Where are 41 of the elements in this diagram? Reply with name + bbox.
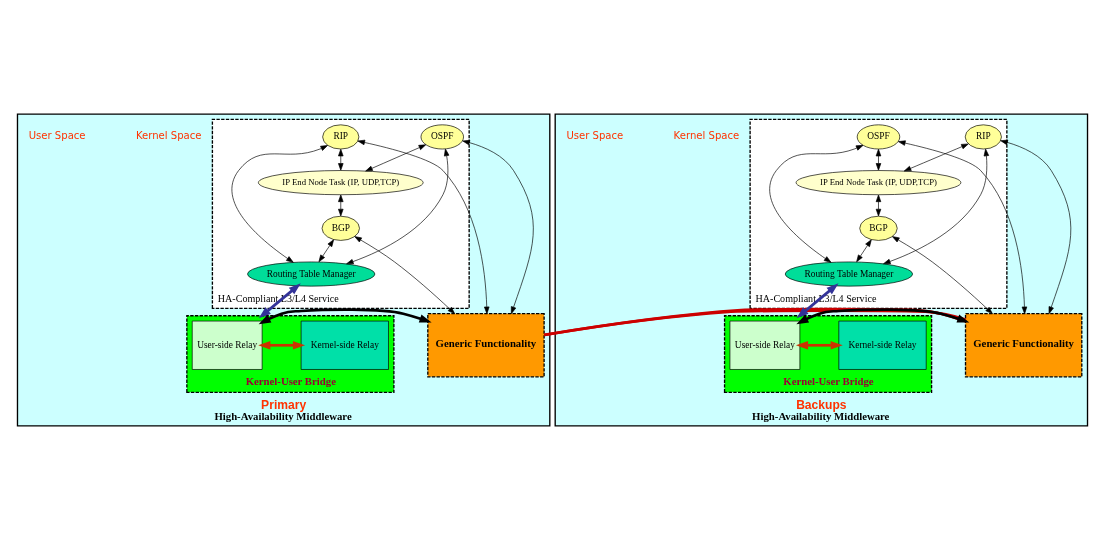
node-ellipse: Routing Table Manager: [784, 261, 913, 286]
arrow: [898, 139, 1028, 314]
node-box: User-side Relay: [729, 320, 801, 370]
arrow: [769, 144, 864, 263]
arrow: [357, 139, 490, 314]
arrow: [318, 238, 334, 262]
node-box: Kernel-side Relay: [838, 320, 927, 370]
node-ellipse: IP End Node Task (IP, UDP,TCP): [258, 169, 424, 195]
arrow: [354, 235, 455, 314]
arrow: [258, 282, 301, 318]
arrow: [892, 235, 993, 314]
node-ellipse: RIP: [964, 124, 1002, 149]
arrow: [258, 307, 432, 324]
arrow: [1000, 139, 1072, 314]
arrow: [883, 148, 990, 264]
arrow: [365, 144, 427, 171]
arrow: [338, 148, 344, 171]
arrow: [856, 238, 872, 262]
node-ellipse: IP End Node Task (IP, UDP,TCP): [795, 169, 962, 195]
arrow: [796, 307, 970, 324]
node-box: Kernel-side Relay: [300, 320, 389, 370]
node-ellipse: BGP: [321, 215, 360, 241]
arrow: [795, 340, 843, 350]
arrow: [875, 148, 882, 171]
label: Kernel Space: [673, 129, 740, 141]
label: User Space: [566, 129, 624, 141]
node-box: Generic Functionality: [427, 312, 545, 378]
node-ellipse: Routing Table Manager: [247, 261, 376, 286]
arrow: [875, 194, 882, 216]
label: Kernel Space: [135, 129, 202, 141]
arrow: [346, 148, 450, 264]
arrow: [338, 194, 344, 216]
node-box: User-side Relay: [191, 320, 263, 370]
label: User Space: [28, 129, 86, 141]
arrow: [903, 143, 969, 171]
arrow: [796, 282, 839, 318]
node-box: Generic Functionality: [964, 312, 1083, 378]
arrow: [231, 144, 328, 263]
arrow: [462, 139, 534, 314]
arrow: [258, 340, 306, 350]
connector: [544, 307, 966, 336]
